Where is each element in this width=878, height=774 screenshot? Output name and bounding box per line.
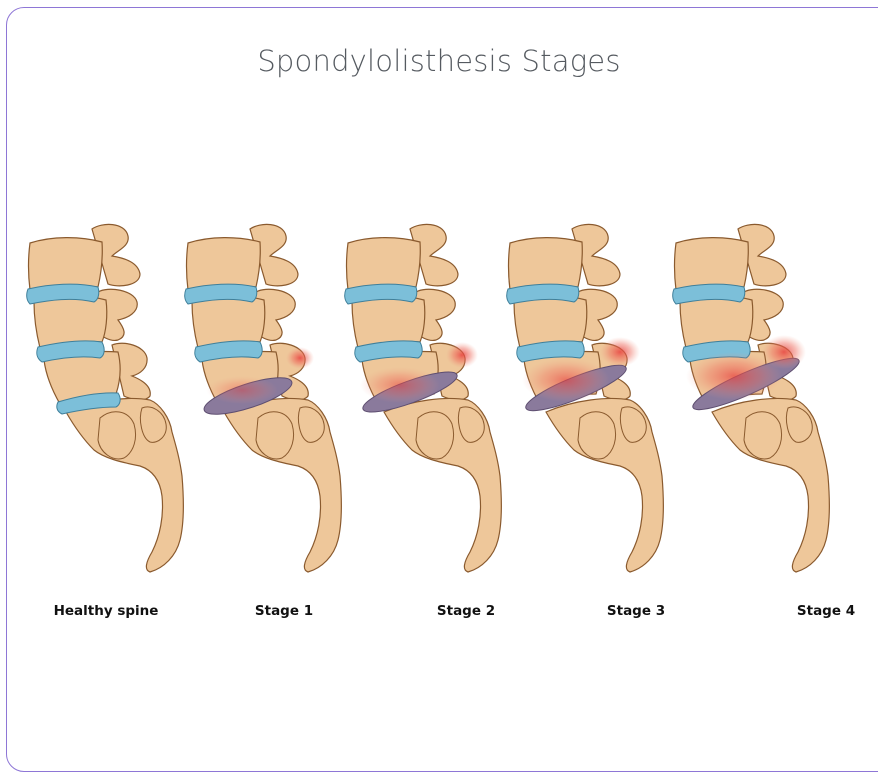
- stage-label: Healthy spine: [54, 603, 159, 619]
- stage-healthy-spine: [27, 224, 184, 572]
- stage-1: [185, 224, 342, 572]
- stage-4: [673, 224, 830, 572]
- stage-label: Stage 1: [255, 603, 313, 619]
- stage-label: Stage 2: [437, 603, 495, 619]
- stage-label: Stage 3: [607, 603, 665, 619]
- stage-3: [507, 224, 664, 572]
- stage-label: Stage 4: [797, 603, 855, 619]
- stage-2: [345, 224, 502, 572]
